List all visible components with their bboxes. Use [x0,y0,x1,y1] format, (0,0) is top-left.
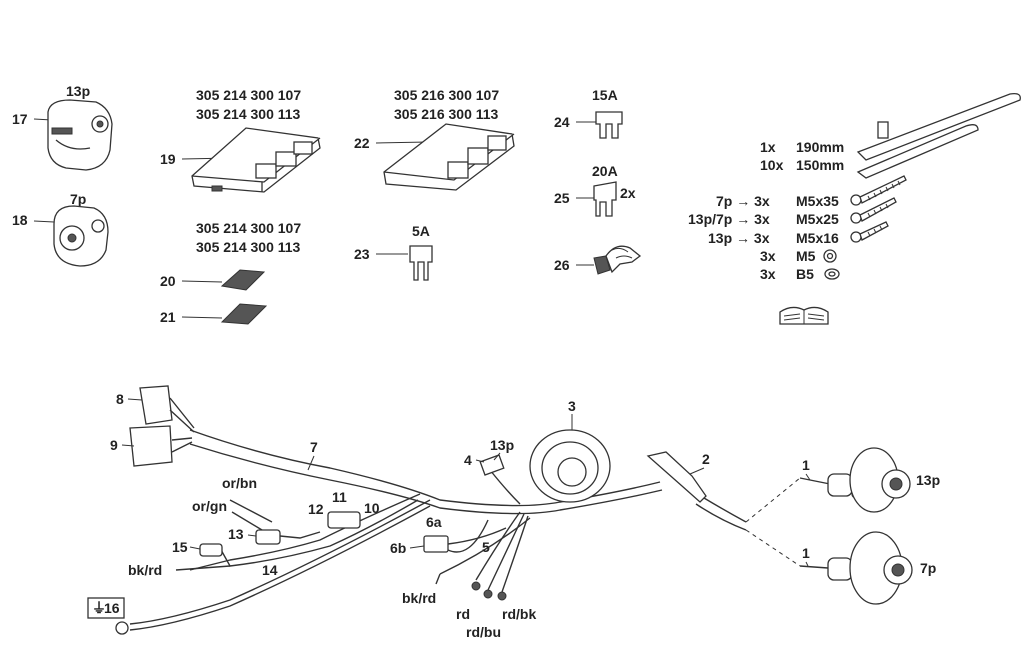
label-10: 10 [364,500,380,516]
hw-desc-5: M5 [796,248,816,264]
hardware-list: 1x 190mm 10x 150mm 7p → 3x M5x35 13p/7p … [688,139,844,282]
hw-desc-4: M5x16 [796,230,839,246]
label-6a: 6a [426,514,442,530]
label-socket-13p: 13p [916,472,940,488]
label-or-gn: or/gn [192,498,227,514]
part-20-21-number-2: 305 214 300 113 [196,239,301,255]
label-6b: 6b [390,540,406,556]
part-20-21-number-1: 305 214 300 107 [196,220,301,236]
label-4: 4 [464,452,472,468]
label-bk-rd-left: bk/rd [128,562,162,578]
hw-prefix-0: 1x [760,139,776,155]
label-7p-type: 7p [70,191,86,207]
wiring-harness [115,385,913,635]
fuse-20a-quantity: 2x [620,185,636,201]
hw-prefix-5: 3x [760,248,776,264]
label-25: 25 [554,190,570,206]
part-19-number-2: 305 214 300 113 [196,106,301,122]
label-13p-type: 13p [66,83,90,99]
socket-13p [799,447,911,513]
part-18-7p-socket: 7p 18 [12,191,109,267]
socket-7p [799,531,913,605]
part-22-number-2: 305 216 300 113 [394,106,499,122]
label-26: 26 [554,257,570,273]
label-2: 2 [702,451,710,467]
label-24: 24 [554,114,570,130]
label-23: 23 [354,246,370,262]
label-5: 5 [482,539,490,555]
label-3: 3 [568,398,576,414]
label-rd: rd [456,606,470,622]
label-16: 16 [104,600,120,616]
part-19-control-unit: 305 214 300 107 305 214 300 113 19 [160,87,321,193]
fuse-15a-rating: 15A [592,87,618,103]
hw-desc-0: 190mm [796,139,844,155]
fuse-5a-rating: 5A [412,223,430,239]
label-8: 8 [116,391,124,407]
label-15: 15 [172,539,188,555]
part-26-fuse-holder: 26 [554,245,642,275]
label-9: 9 [110,437,118,453]
part-22-control-unit: 305 216 300 107 305 216 300 113 22 [354,87,515,191]
label-22: 22 [354,135,370,151]
label-11: 11 [332,489,347,505]
label-14: 14 [262,562,278,578]
part-23-fuse-5a: 5A 23 [354,223,433,281]
hw-prefix-4: 13p → 3x [708,230,770,246]
label-1-13p: 1 [802,457,810,473]
label-1-7p: 1 [802,545,810,561]
label-21: 21 [160,309,176,325]
part-19-number-1: 305 214 300 107 [196,87,301,103]
hw-desc-3: M5x25 [796,211,839,227]
label-7: 7 [310,439,318,455]
label-12: 12 [308,501,324,517]
ground-icon: ⏚ [92,600,106,616]
hw-desc-2: M5x35 [796,193,839,209]
label-13p-plug: 13p [490,437,514,453]
label-socket-7p: 7p [920,560,936,576]
label-bk-rd-mid: bk/rd [402,590,436,606]
label-17: 17 [12,111,28,127]
label-or-bn: or/bn [222,475,257,491]
label-13: 13 [228,526,244,542]
part-20-21-adhesive-pads: 305 214 300 107 305 214 300 113 20 21 [160,220,301,325]
hw-prefix-6: 3x [760,266,776,282]
label-18: 18 [12,212,28,228]
part-25-fuse-20a: 20A 25 2x [554,163,636,217]
hw-desc-6: B5 [796,266,814,282]
label-rd-bk: rd/bk [502,606,536,622]
part-17-13p-socket: 13p 17 [12,83,113,171]
hw-prefix-2: 7p → 3x [716,193,770,209]
fuse-20a-rating: 20A [592,163,618,179]
manual-book-icon [779,306,829,325]
hw-prefix-1: 10x [760,157,784,173]
part-24-fuse-15a: 15A 24 [554,87,623,139]
hw-prefix-3: 13p/7p → 3x [688,211,770,227]
hw-desc-1: 150mm [796,157,844,173]
screw-icons [823,175,907,280]
label-rd-bu: rd/bu [466,624,501,640]
part-22-number-1: 305 216 300 107 [394,87,499,103]
cable-tie-icons [856,92,1021,179]
label-20: 20 [160,273,176,289]
harness-labels: 8 9 7 3 4 13p 2 1 13p 1 7p or/bn or/gn 1… [87,391,940,640]
label-19: 19 [160,151,176,167]
